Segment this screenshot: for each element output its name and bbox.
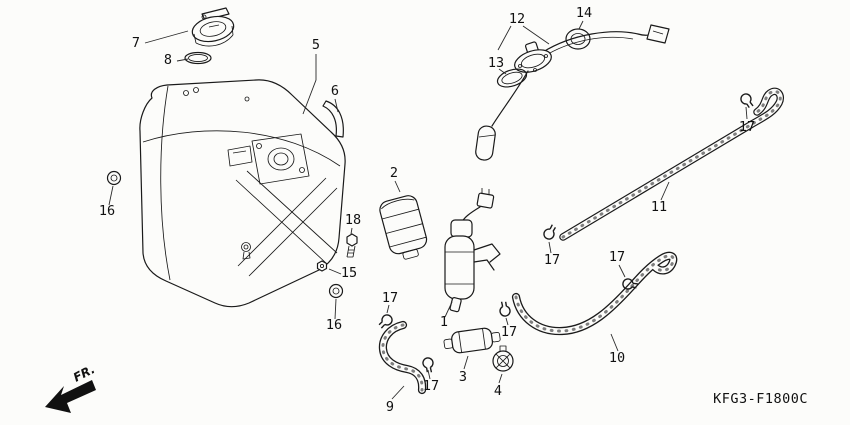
fr-arrow-icon [45, 380, 96, 413]
breather-hose-part-10 [511, 251, 678, 336]
callout-16-b: 16 [326, 317, 342, 333]
callout-1: 1 [440, 314, 448, 330]
callout-3: 3 [459, 369, 467, 385]
callout-18: 18 [345, 212, 361, 228]
joint-part-4 [492, 345, 514, 372]
callout-labels: 7 8 5 6 16 16 18 15 2 1 12 13 14 17 11 1… [99, 5, 755, 415]
cap-gasket-part-8 [184, 51, 212, 65]
callout-17-f: 17 [423, 378, 439, 394]
callout-10: 10 [609, 350, 625, 366]
callout-17-c: 17 [609, 249, 625, 265]
callout-13: 13 [488, 55, 504, 71]
callout-4: 4 [494, 383, 502, 399]
fr-label: FR. [71, 362, 97, 385]
callout-15: 15 [341, 265, 357, 281]
rubber-mount-part-2 [379, 195, 428, 260]
callout-17-b: 17 [544, 252, 560, 268]
hose-clip-part-17-e [495, 299, 515, 319]
fuel-filter-part-3 [443, 327, 501, 354]
diagram-code: KFG3-F1800C [713, 391, 808, 407]
drain-hose-part-9 [378, 320, 427, 395]
bolt-part-15 [316, 260, 328, 272]
grommet-part-16-lower [328, 283, 344, 299]
callout-2: 2 [390, 165, 398, 181]
callout-12: 12 [509, 11, 525, 27]
callout-6: 6 [331, 83, 339, 99]
callout-8: 8 [164, 52, 172, 68]
callout-5: 5 [312, 37, 320, 53]
fuel-cap-part-7 [191, 7, 235, 47]
fuel-tube-part-11 [559, 87, 785, 241]
fuel-tank-part-5 [139, 79, 346, 308]
sender-lock-ring-part-13 [496, 68, 528, 88]
grommet-part-16-upper [106, 170, 122, 186]
fr-direction-arrow: FR. [45, 362, 97, 413]
hose-clip-part-17-b [540, 223, 560, 242]
tank-channel-part-6 [322, 100, 344, 138]
callout-7: 7 [132, 35, 140, 51]
hose-clip-part-17-a [739, 92, 755, 109]
callout-11: 11 [651, 199, 667, 215]
fuel-pump-part-1 [444, 188, 501, 313]
fuel-gauge-sender-part-12 [475, 24, 670, 161]
callout-17-e: 17 [501, 324, 517, 340]
callout-leader-lines [108, 20, 748, 400]
bolt-part-18 [346, 233, 358, 258]
sender-gasket-part-14 [565, 28, 591, 50]
callout-17-a: 17 [739, 119, 755, 135]
callout-17-d: 17 [382, 290, 398, 306]
callout-14: 14 [576, 5, 592, 21]
callout-9: 9 [386, 399, 394, 415]
callout-16-a: 16 [99, 203, 115, 219]
